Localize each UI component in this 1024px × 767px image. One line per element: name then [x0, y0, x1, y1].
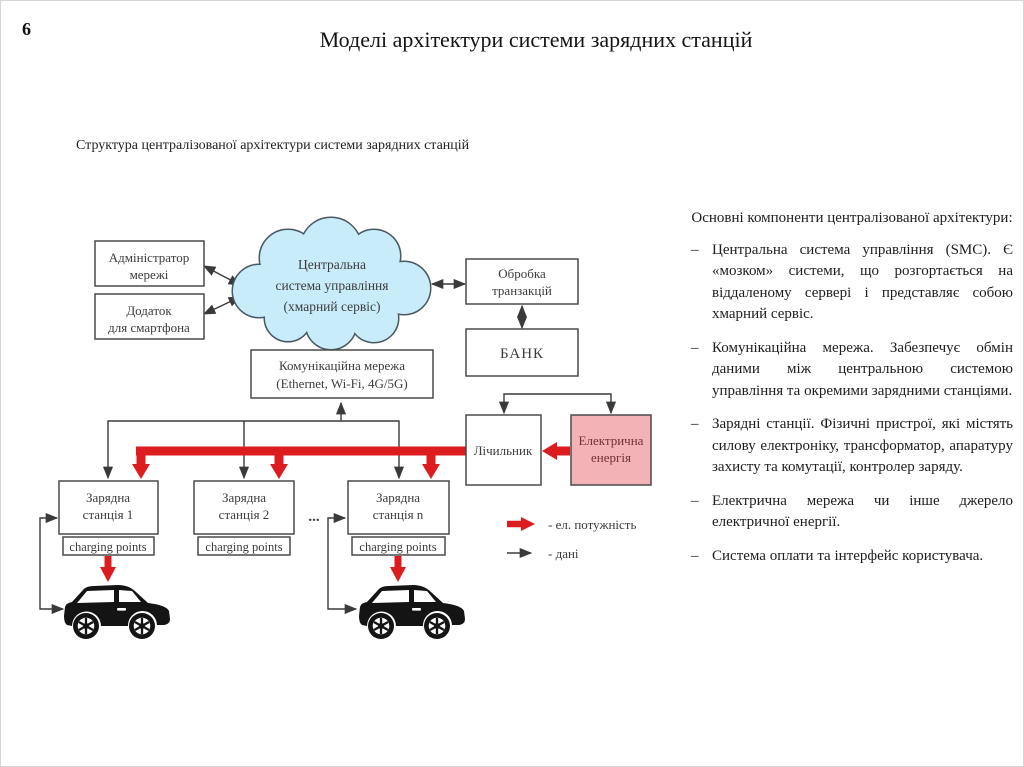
- ellipsis-stations: ...: [308, 509, 320, 525]
- charging-points2-label: charging points: [205, 540, 282, 554]
- box-station-2: [193, 480, 295, 535]
- list-item: – Центральна система управління (SMC). Є…: [691, 240, 1013, 326]
- box-smartphone-app: [94, 293, 205, 340]
- page-number: 6: [22, 19, 31, 39]
- cloud-label-line1: Центральна: [298, 257, 366, 272]
- list-item: – Система оплати та інтерфейс користувач…: [691, 546, 1013, 568]
- box-bank: [465, 328, 579, 377]
- cloud-central-system: Центральна система управління (хмарний с…: [231, 216, 432, 351]
- car-icon-n: [357, 583, 467, 641]
- app-label-line2: для смартфона: [108, 320, 190, 335]
- cloud-label-line2: система управління: [276, 278, 389, 293]
- meter-label: Лічильник: [474, 443, 533, 458]
- bullet-dash: –: [691, 416, 699, 432]
- stationn-label-line1: Зарядна: [376, 490, 420, 505]
- transactions-label-line1: Обробка: [498, 266, 546, 281]
- list-item: – Зарядні станції. Фізичні пристрої, які…: [691, 414, 1013, 479]
- bullet-text: Зарядні станції. Фізичні пристрої, які м…: [712, 416, 1013, 475]
- loop-carn-stationn: [327, 512, 358, 615]
- station1-label-line1: Зарядна: [86, 490, 130, 505]
- stationn-label-line2: станція n: [373, 507, 424, 522]
- diagram-caption: Структура централізованої архітектури си…: [76, 138, 470, 153]
- architecture-diagram: Центральна система управління (хмарний с…: [39, 216, 652, 641]
- comm-label-line2: (Ethernet, Wi-Fi, 4G/5G): [276, 376, 407, 391]
- box-meter: [465, 414, 542, 486]
- box-station-n: [347, 480, 450, 535]
- energy-label-line2: енергія: [591, 450, 631, 465]
- app-label-line1: Додаток: [126, 303, 172, 318]
- bullet-dash: –: [691, 547, 699, 564]
- power-lines: [100, 442, 570, 582]
- legend-data-label: - дані: [548, 546, 579, 561]
- list-item: – Електрична мережа чи інше джерело елек…: [691, 491, 1013, 534]
- station1-label-line2: станція 1: [83, 507, 134, 522]
- bullet-text: Система оплати та інтерфейс користувача.: [712, 547, 984, 564]
- slide-title: Моделі архітектури системи зарядних стан…: [319, 27, 753, 52]
- energy-label-line1: Електрична: [579, 433, 644, 448]
- box-electric-energy: [570, 414, 652, 486]
- bullet-text: Комунікаційна мережа. Забезпечує обмін д…: [712, 339, 1013, 399]
- comm-label-line1: Комунікаційна мережа: [279, 358, 405, 373]
- bracket-meter-energy: [498, 393, 617, 415]
- box-charging-points-n: [351, 536, 446, 556]
- legend-power-label: - ел. потужність: [548, 517, 636, 532]
- charging-points1-label: charging points: [69, 540, 146, 554]
- station2-label-line1: Зарядна: [222, 490, 266, 505]
- box-charging-points-1: [62, 536, 155, 556]
- bullet-dash: –: [691, 241, 699, 258]
- car-icon-1: [62, 583, 172, 641]
- bullet-dash: –: [691, 492, 699, 509]
- station2-label-line2: станція 2: [219, 507, 270, 522]
- box-charging-points-2: [197, 536, 291, 556]
- cloud-label-line3: (хмарний сервіс): [284, 299, 381, 314]
- bank-label: БАНК: [500, 346, 544, 362]
- box-station-1: [58, 480, 159, 535]
- components-heading: Основні компоненти централізованої архіт…: [691, 210, 1013, 226]
- box-transaction-processing: [465, 258, 579, 305]
- bullet-text: Центральна система управління (SMC). Є «…: [712, 241, 1013, 323]
- bullet-text: Електрична мережа чи інше джерело електр…: [712, 492, 1013, 531]
- bullet-dash: –: [691, 339, 699, 356]
- list-item: – Комунікаційна мережа. Забезпечує обмін…: [691, 338, 1013, 403]
- box-communication-network: [250, 349, 434, 399]
- loop-car1-station1: [39, 512, 65, 615]
- charging-pointsn-label: charging points: [359, 540, 436, 554]
- admin-label-line1: Адміністратор: [109, 250, 189, 265]
- admin-label-line2: мережі: [130, 267, 169, 282]
- box-network-admin: [94, 240, 205, 287]
- transactions-label-line2: транзакцій: [492, 283, 552, 298]
- components-panel: Основні компоненти централізованої архіт…: [691, 208, 1013, 579]
